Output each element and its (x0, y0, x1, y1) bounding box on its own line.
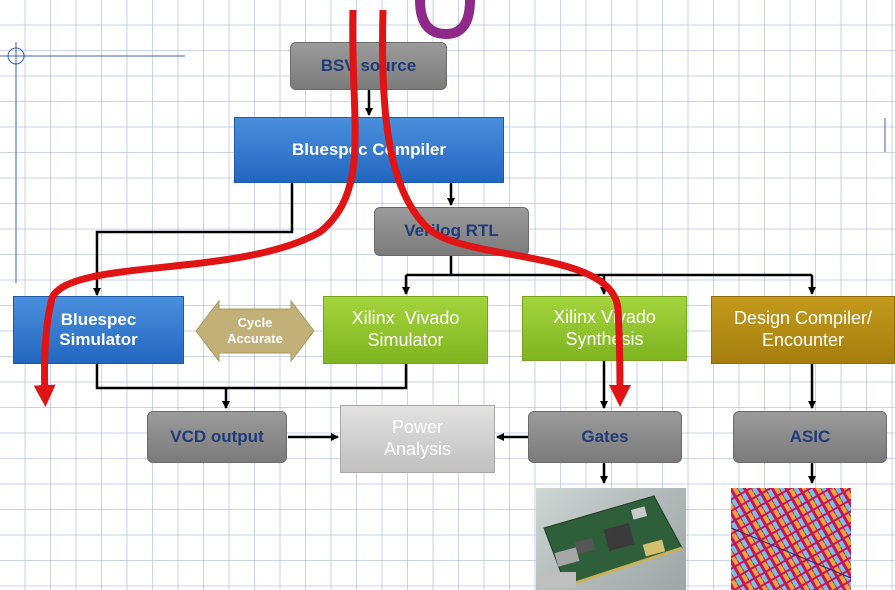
design-compiler-line2: Encounter (761, 330, 845, 350)
fpga-board-image (536, 488, 686, 590)
red-path-bluespec (33, 9, 359, 407)
asic-box: ASIC (733, 411, 887, 463)
gates-box: Gates (528, 411, 682, 463)
cycle-accurate-label: Cycle Accurate (219, 309, 291, 353)
gates-label: Gates (581, 426, 629, 446)
vivado-synthesis-line1: Xilinx Vivado (553, 306, 656, 327)
bsv-source-box: BSV source (290, 42, 447, 90)
vivado-simulator-line2: Simulator (367, 330, 444, 350)
arrow-compiler-to-bluespec-sim (93, 183, 294, 296)
bluespec-compiler-label: Bluespec Compiler (292, 139, 446, 159)
xilinx-vivado-synthesis-box: Xilinx Vivado Synthesis (522, 296, 687, 361)
power-analysis-line2: Analysis (383, 439, 452, 459)
cycle-accurate-line1: Cycle (237, 315, 273, 331)
asic-chip-image (731, 488, 851, 590)
cycle-accurate-line2: Accurate (227, 331, 283, 346)
vcd-output-label: VCD output (170, 426, 264, 446)
title-fragment (415, 0, 475, 40)
bsv-source-label: BSV source (320, 55, 417, 75)
vivado-simulator-line1: Xilinx Vivado (351, 308, 460, 329)
asic-label: ASIC (789, 426, 831, 446)
bluespec-compiler-box: Bluespec Compiler (234, 117, 504, 183)
fpga-board-illustration (540, 495, 683, 588)
cycle-accurate-arrow-shape (195, 299, 315, 363)
decor-circle (7, 47, 25, 65)
asic-chip-illustration (731, 488, 851, 590)
vcd-output-box: VCD output (147, 411, 287, 463)
design-compiler-line1: Design Compiler/ (733, 308, 873, 329)
design-compiler-box: Design Compiler/ Encounter (711, 296, 895, 364)
vivado-synthesis-line2: Synthesis (565, 328, 644, 349)
power-analysis-box: Power Analysis (340, 405, 495, 473)
bluespec-simulator-label-line1: Bluespec (60, 309, 137, 329)
power-analysis-line1: Power (391, 417, 444, 438)
sim-merge-line (95, 364, 408, 390)
bluespec-simulator-label-line2: Simulator (59, 330, 138, 349)
red-path-vivado (379, 9, 631, 407)
xilinx-vivado-simulator-box: Xilinx Vivado Simulator (323, 296, 488, 364)
